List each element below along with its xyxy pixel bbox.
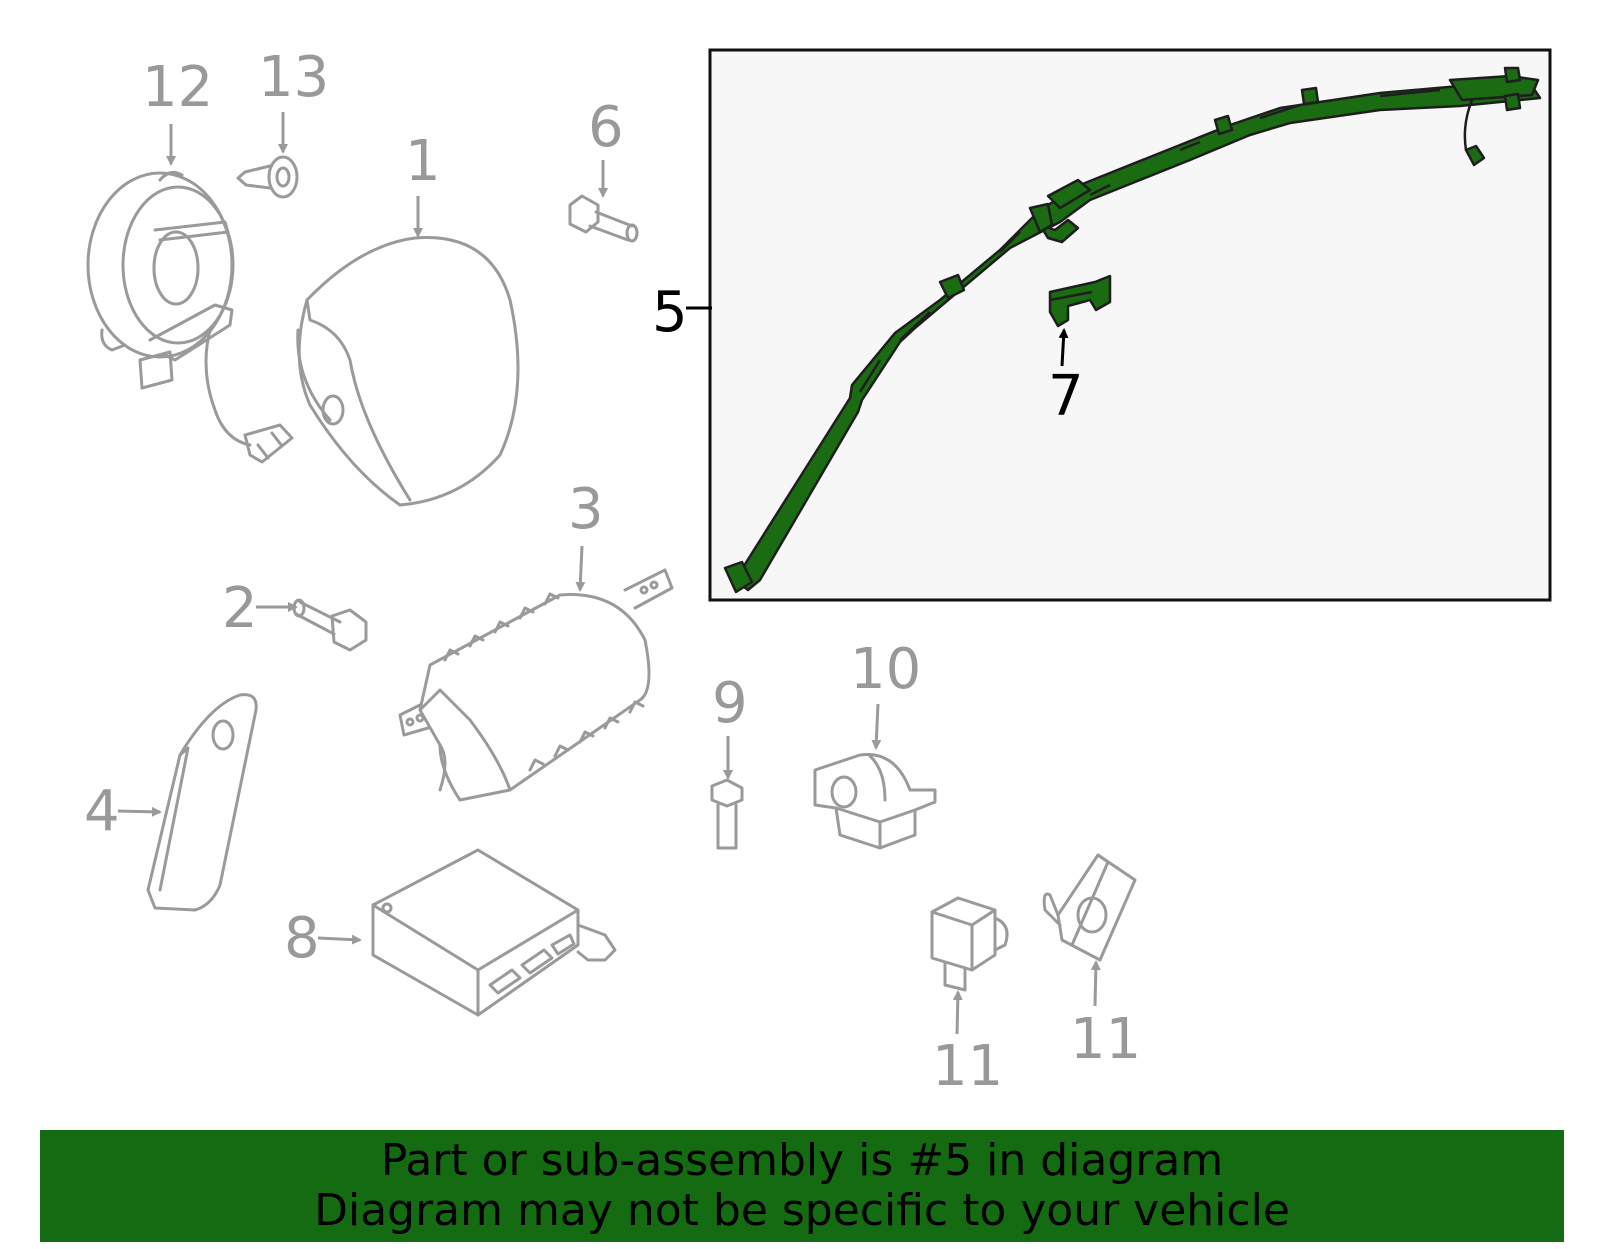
svg-text:8: 8	[284, 906, 320, 971]
part-4-knee-airbag[interactable]	[146, 693, 258, 912]
svg-text:3: 3	[568, 477, 604, 542]
footer-line-1: Part or sub-assembly is #5 in diagram	[380, 1135, 1224, 1186]
callout-3: 3	[568, 477, 604, 592]
footer-banner: Part or sub-assembly is #5 in diagram Di…	[40, 1130, 1564, 1242]
callout-5: 5	[652, 280, 712, 345]
svg-text:9: 9	[712, 671, 748, 736]
footer-line-2: Diagram may not be specific to your vehi…	[314, 1185, 1290, 1236]
part-2-bolt[interactable]	[292, 598, 368, 652]
callout-2: 2	[222, 576, 298, 641]
svg-text:10: 10	[850, 637, 921, 702]
callout-13: 13	[258, 45, 329, 154]
callout-9: 9	[712, 671, 748, 780]
part-11-sensor-b[interactable]	[1042, 853, 1137, 962]
part-5-box	[708, 48, 1552, 602]
callout-10: 10	[850, 637, 921, 750]
part-9-bolt[interactable]	[710, 778, 744, 850]
svg-text:11: 11	[932, 1034, 1003, 1099]
part-8-control-module[interactable]	[371, 848, 617, 1017]
callout-4: 4	[84, 779, 162, 844]
callout-11a: 11	[932, 990, 1003, 1099]
part-1-driver-airbag[interactable]	[296, 236, 520, 507]
part-13-clip[interactable]	[236, 155, 299, 199]
callout-6: 6	[588, 95, 624, 198]
callout-7: 7	[1048, 328, 1084, 429]
part-6-bolt[interactable]	[568, 194, 639, 243]
part-10-sensor[interactable]	[813, 752, 937, 850]
callout-1: 1	[405, 129, 441, 238]
svg-text:1: 1	[405, 129, 441, 194]
callout-12: 12	[142, 55, 213, 166]
svg-text:5: 5	[652, 280, 688, 345]
svg-text:4: 4	[84, 779, 120, 844]
svg-text:13: 13	[258, 45, 329, 110]
svg-text:7: 7	[1048, 364, 1084, 429]
svg-text:6: 6	[588, 95, 624, 160]
svg-text:11: 11	[1070, 1007, 1141, 1072]
svg-text:2: 2	[222, 576, 258, 641]
svg-text:12: 12	[142, 55, 213, 120]
part-12-clock-spring[interactable]	[86, 170, 294, 464]
part-3-passenger-airbag[interactable]	[398, 568, 674, 802]
callout-8: 8	[284, 906, 362, 971]
part-5-curtain-airbag[interactable]	[723, 66, 1542, 594]
part-7-bracket[interactable]	[1048, 274, 1112, 328]
part-11-sensor-a[interactable]	[930, 896, 1009, 992]
callout-11b: 11	[1070, 960, 1141, 1072]
